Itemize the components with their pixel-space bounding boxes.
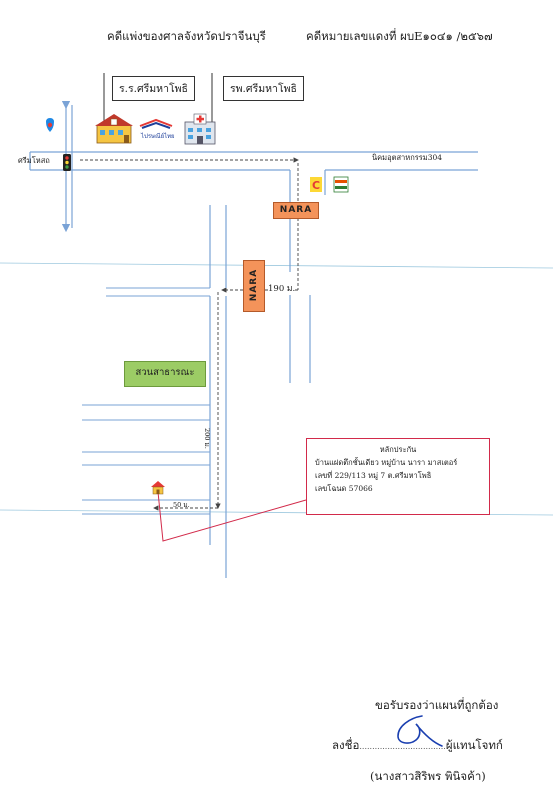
hospital-icon: [184, 113, 216, 145]
distance-200: 200 ม.: [203, 428, 211, 449]
house-icon: [151, 481, 165, 495]
post-logo-text: ไปรษณีย์ไทย: [141, 133, 175, 140]
thai-post-logo: [139, 118, 173, 129]
soi-road-middle: [209, 205, 227, 578]
traffic-light-icon: [63, 154, 71, 171]
seven-eleven-icon: [333, 176, 349, 193]
collateral-line3: เลขโฉนด 57066: [315, 484, 373, 493]
signature-line: ลงชื่อ..................................…: [332, 737, 503, 755]
road-name-right: นิคมอุตสาหกรรม304: [372, 153, 443, 162]
handwritten-signature: [397, 715, 443, 747]
collateral-line1: บ้านแฝดตึกชั้นเดียว หมู่บ้าน นารา มาสเตอ…: [315, 458, 458, 467]
collateral-title: หลักประกัน: [379, 445, 417, 454]
distance-50: 50 ม.: [173, 501, 190, 509]
collateral-box: หลักประกัน บ้านแฝดตึกชั้นเดียว หมู่บ้าน …: [306, 438, 490, 515]
school-label: ร.ร.ศรีมหาโพธิ: [112, 76, 195, 101]
school-icon: [95, 114, 133, 144]
branch-roads: [82, 287, 210, 515]
sign-suffix: ผู้แทนโจทก์: [445, 738, 503, 752]
road-name-left: ศรีมโหสถ: [18, 156, 50, 165]
soi-road-right: [289, 170, 326, 383]
court-title: คดีแพ่งของศาลจังหวัดปราจีนบุรี: [107, 29, 266, 43]
sign-prefix: ลงชื่อ: [332, 738, 360, 752]
gas-station-icon: [46, 118, 54, 132]
nara-marker-top: NARA: [273, 202, 319, 219]
main-road: [29, 151, 478, 171]
hospital-label: รพ.ศรีมหาโพธิ: [223, 76, 304, 101]
public-park: สวนสาธารณะ: [124, 361, 206, 387]
distance-190: 190 ม.: [268, 281, 296, 295]
certification-title: ขอรับรองว่าแผนที่ถูกต้อง: [375, 698, 499, 712]
sign-dots: ..................................: [359, 742, 446, 751]
collateral-line2: เลขที่ 229/113 หมู่ 7 ต.ศรีมหาโพธิ: [315, 471, 432, 480]
svg-text:C: C: [312, 179, 320, 192]
collateral-pointer: [157, 491, 307, 542]
nara-marker-side: NARA: [243, 260, 265, 312]
case-number: คดีหมายเลขแดงที่ ผบE๑๐๔๑ /๒๕๖๗: [306, 29, 493, 43]
cpall-logo-icon: C: [310, 177, 322, 192]
signer-name: (นางสาวสิริพร พินิจค้า): [370, 769, 486, 783]
nara-marker-side-text: NARA: [249, 268, 259, 302]
scan-line: [0, 262, 553, 269]
